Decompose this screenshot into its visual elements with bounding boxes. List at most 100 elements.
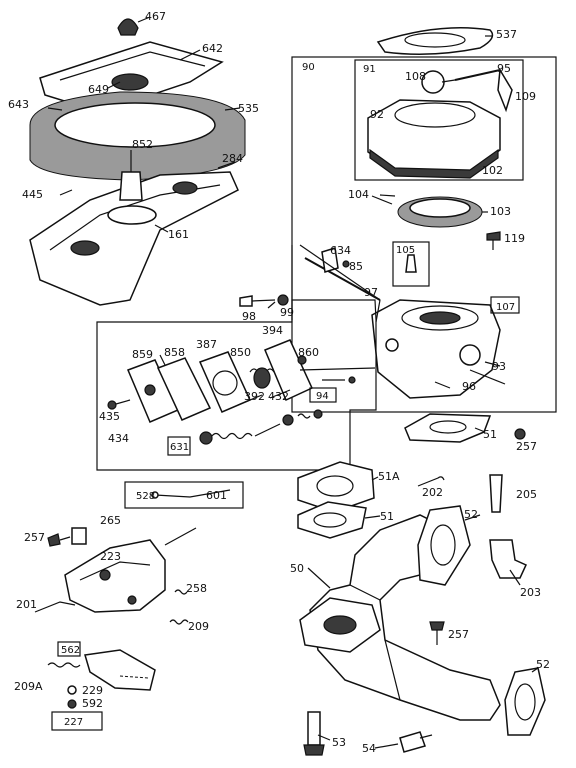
label-265: 265	[100, 514, 121, 527]
governor-linkage	[34, 527, 189, 625]
bracket-203	[489, 539, 527, 579]
leader-lines	[47, 16, 539, 749]
assembly-box-94	[309, 387, 337, 403]
screw-119	[486, 231, 501, 241]
label-257c: 257	[448, 628, 469, 641]
label-649: 649	[88, 83, 109, 96]
label-95: 95	[497, 62, 511, 75]
assembly-box-91	[354, 59, 524, 181]
diaphragm-assembly-box	[96, 299, 377, 471]
label-209a: 209A	[14, 680, 43, 693]
label-537: 537	[496, 28, 517, 41]
label-52b: 52	[536, 658, 550, 671]
carburetor-body	[371, 299, 501, 399]
label-91: 91	[363, 64, 376, 75]
control-bracket	[84, 649, 156, 691]
label-52: 52	[464, 508, 478, 521]
assembly-box-107	[490, 296, 520, 314]
spacer-51a	[297, 461, 375, 513]
label-592: 592	[82, 697, 103, 710]
label-98: 98	[242, 310, 256, 323]
gasket-52-lower	[504, 667, 546, 736]
label-852: 852	[132, 138, 153, 151]
screw-98	[239, 295, 253, 307]
gasket-52-upper	[417, 505, 471, 586]
label-96: 96	[462, 380, 476, 393]
label-445: 445	[22, 188, 43, 201]
bolt-53	[307, 711, 321, 746]
assembly-box-90	[291, 56, 557, 413]
spring-258	[174, 589, 188, 595]
pump-plate-858	[156, 357, 212, 421]
float-bowl	[367, 99, 501, 173]
label-205: 205	[516, 488, 537, 501]
label-392: 392	[244, 390, 265, 403]
screw-257-lower	[47, 533, 61, 547]
label-102: 102	[482, 164, 503, 177]
choke-shaft	[304, 257, 381, 301]
label-202: 202	[422, 486, 443, 499]
float-bowl-assembly	[367, 67, 513, 179]
pin-202	[417, 476, 445, 487]
label-850: 850	[230, 346, 251, 359]
clip-265	[71, 527, 87, 545]
label-93: 93	[492, 360, 506, 373]
label-107: 107	[496, 302, 515, 313]
label-203: 203	[520, 586, 541, 599]
label-209: 209	[188, 620, 209, 633]
label-109: 109	[515, 90, 536, 103]
assembly-box-631	[167, 436, 191, 456]
governor-bracket	[64, 539, 166, 613]
label-227: 227	[64, 717, 83, 728]
label-94: 94	[316, 391, 329, 402]
label-51b: 51	[380, 510, 394, 523]
label-104: 104	[348, 188, 369, 201]
label-434: 434	[108, 432, 129, 445]
label-223: 223	[100, 550, 121, 563]
gasket-51-lower	[297, 501, 367, 539]
label-528: 528	[136, 491, 155, 502]
label-50: 50	[290, 562, 304, 575]
label-859: 859	[132, 348, 153, 361]
label-99: 99	[280, 306, 294, 319]
label-387: 387	[196, 338, 217, 351]
link-201	[34, 601, 76, 613]
label-258: 258	[186, 582, 207, 595]
label-51a: 51A	[378, 470, 400, 483]
label-432: 432	[268, 390, 289, 403]
screw-257-mid	[429, 621, 445, 631]
part-labels: 467 642 649 643 535 852 284 445 161 537 …	[8, 10, 550, 755]
label-562: 562	[61, 645, 80, 656]
carburetor-main-body	[371, 299, 501, 399]
label-860: 860	[298, 346, 319, 359]
throttle-shaft	[454, 69, 501, 81]
label-257: 257	[516, 440, 537, 453]
screw-435	[107, 400, 117, 410]
label-643: 643	[8, 98, 29, 111]
label-467: 467	[145, 10, 166, 23]
label-631: 631	[170, 442, 189, 453]
label-642: 642	[202, 42, 223, 55]
label-535: 535	[238, 102, 259, 115]
label-97: 97	[364, 286, 378, 299]
label-601: 601	[206, 489, 227, 502]
screw-54	[399, 731, 426, 753]
cover-center-boss	[111, 73, 149, 91]
air-cleaner-assembly	[29, 18, 246, 306]
label-103: 103	[490, 205, 511, 218]
label-435: 435	[99, 410, 120, 423]
assembly-box-562	[57, 641, 81, 657]
label-54: 54	[362, 742, 376, 755]
assembly-box-528	[124, 481, 244, 509]
label-105: 105	[396, 245, 415, 256]
assembly-box-105	[392, 241, 430, 287]
label-51: 51	[483, 428, 497, 441]
label-201: 201	[16, 598, 37, 611]
label-92: 92	[370, 108, 384, 121]
label-53: 53	[332, 736, 346, 749]
screw-257-upper	[514, 428, 526, 440]
label-257b: 257	[24, 531, 45, 544]
cover-knob	[117, 18, 139, 36]
label-229: 229	[82, 684, 103, 697]
